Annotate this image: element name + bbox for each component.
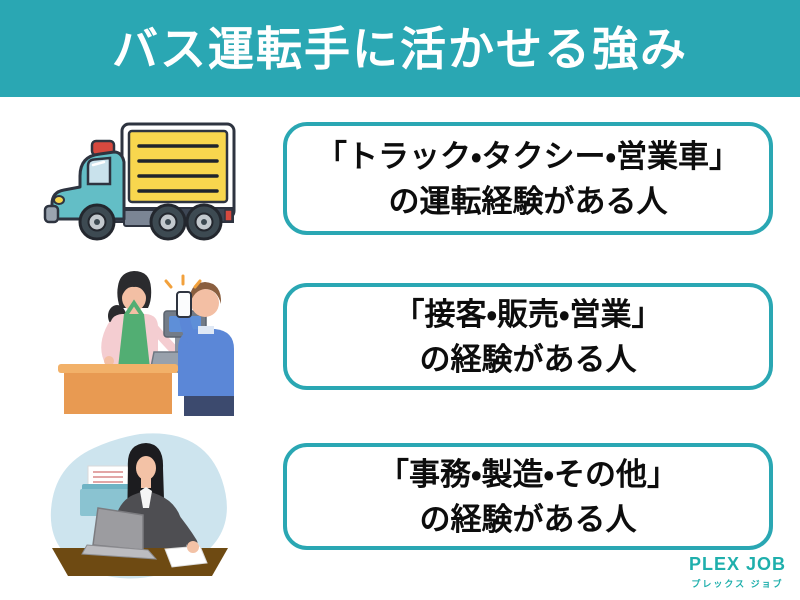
brand-logo-sub: プレックス ジョブ <box>691 579 784 589</box>
strength-box-service: 「接客・販売・営業」 の経験がある人 <box>283 283 773 390</box>
strength-text-line: の運転経験がある人 <box>388 183 668 219</box>
cashier-illustration <box>58 271 234 416</box>
header-banner: バス運転手に活かせる強み <box>0 0 800 97</box>
brand-logo-main: PLEX JOB <box>688 554 786 575</box>
office-worker-illustration <box>50 433 228 579</box>
strength-text-line: の経験がある人 <box>419 341 637 377</box>
strength-text-line: 「接客・販売・営業」 <box>393 296 663 332</box>
strength-box-driving: 「トラック・タクシー・営業車」 の運転経験がある人 <box>283 122 773 235</box>
brand-logo: PLEX JOB プレックス ジョブ <box>688 554 786 590</box>
truck-illustration <box>43 122 236 241</box>
strength-text-line: 「トラック・タクシー・営業車」 <box>315 138 741 174</box>
strength-text-line: 「事務・製造・その他」 <box>377 456 679 492</box>
strength-text-line: の経験がある人 <box>419 501 637 537</box>
page-title: バス運転手に活かせる強み <box>112 22 688 75</box>
strength-box-office: 「事務・製造・その他」 の経験がある人 <box>283 443 773 550</box>
